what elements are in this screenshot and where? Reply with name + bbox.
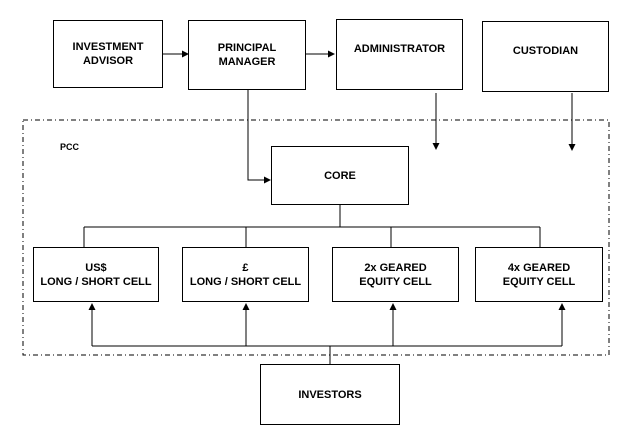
- investment-advisor-box: INVESTMENT ADVISOR: [53, 20, 163, 88]
- core-label: CORE: [324, 169, 356, 182]
- gbp-long-short-cell-label: £ LONG / SHORT CELL: [189, 261, 302, 288]
- investors-label: INVESTORS: [298, 388, 362, 401]
- principal-manager-label: PRINCIPAL MANAGER: [217, 42, 277, 68]
- custodian-box: CUSTODIAN: [482, 21, 609, 92]
- usd-long-short-cell-box: US$ LONG / SHORT CELL: [33, 247, 159, 302]
- investors-box: INVESTORS: [260, 364, 400, 425]
- administrator-label: ADMINISTRATOR: [353, 43, 446, 55]
- geared-4x-equity-cell-label: 4x GEARED EQUITY CELL: [502, 261, 576, 288]
- administrator-box: ADMINISTRATOR: [336, 19, 463, 90]
- custodian-label: CUSTODIAN: [512, 45, 579, 57]
- core-to-cells-connector: [83, 204, 541, 247]
- investors-to-cells-connector: [88, 303, 566, 365]
- manager-to-core-arrow: [247, 90, 271, 184]
- geared-4x-equity-cell-box: 4x GEARED EQUITY CELL: [475, 247, 603, 302]
- pcc-container: [22, 119, 610, 356]
- pcc-label: PCC: [60, 142, 80, 152]
- usd-long-short-cell-label: US$ LONG / SHORT CELL: [40, 261, 152, 288]
- investment-advisor-label: INVESTMENT ADVISOR: [72, 41, 144, 67]
- geared-2x-equity-cell-box: 2x GEARED EQUITY CELL: [332, 247, 459, 302]
- principal-manager-box: PRINCIPAL MANAGER: [188, 20, 306, 90]
- geared-2x-equity-cell-label: 2x GEARED EQUITY CELL: [359, 261, 432, 288]
- gbp-long-short-cell-box: £ LONG / SHORT CELL: [182, 247, 309, 302]
- core-box: CORE: [271, 146, 409, 205]
